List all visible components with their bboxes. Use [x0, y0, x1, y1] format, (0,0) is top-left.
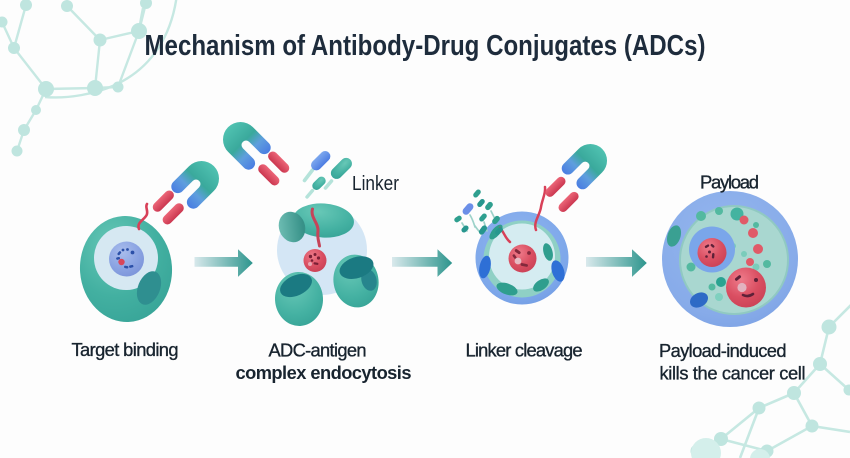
svg-text:kills the cancer cell: kills the cancer cell: [660, 363, 806, 384]
svg-text:Payload-induced: Payload-induced: [659, 340, 787, 361]
svg-text:Linker cleavage: Linker cleavage: [466, 340, 583, 361]
svg-text:Linker: Linker: [352, 173, 399, 195]
svg-text:complex endocytosis: complex endocytosis: [236, 362, 412, 383]
svg-text:Mechanism of Antibody-Drug Con: Mechanism of Antibody-Drug Conjugates (A…: [145, 30, 706, 62]
svg-text:Target binding: Target binding: [72, 339, 179, 360]
svg-text:Payload: Payload: [700, 172, 759, 193]
svg-text:ADC-antigen: ADC-antigen: [269, 340, 367, 361]
